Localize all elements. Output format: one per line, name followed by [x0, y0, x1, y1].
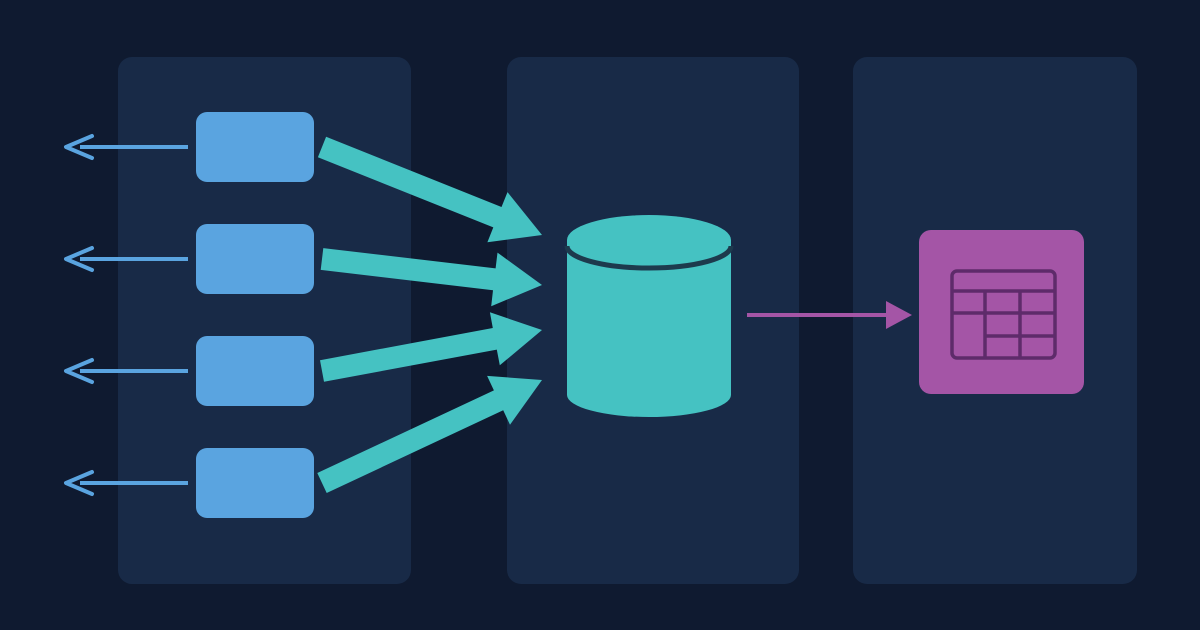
- sources-panel: [118, 57, 411, 584]
- outbound-arrow-3: [64, 358, 188, 384]
- ingest-arrow-3: [320, 312, 542, 382]
- ingest-arrow-2: [320, 248, 542, 307]
- ingest-arrow-1: [317, 136, 542, 243]
- source-node-3: [196, 336, 314, 406]
- database-icon: [564, 215, 734, 417]
- outbound-arrow-1: [64, 134, 188, 160]
- table-icon: [919, 230, 1084, 394]
- source-node-4: [196, 448, 314, 518]
- ingest-arrow-4: [317, 375, 542, 493]
- output-arrow: [747, 301, 912, 329]
- outbound-arrow-4: [64, 470, 188, 496]
- source-node-2: [196, 224, 314, 294]
- ingest-arrows: [317, 136, 542, 493]
- outbound-arrow-2: [64, 246, 188, 272]
- source-node-1: [196, 112, 314, 182]
